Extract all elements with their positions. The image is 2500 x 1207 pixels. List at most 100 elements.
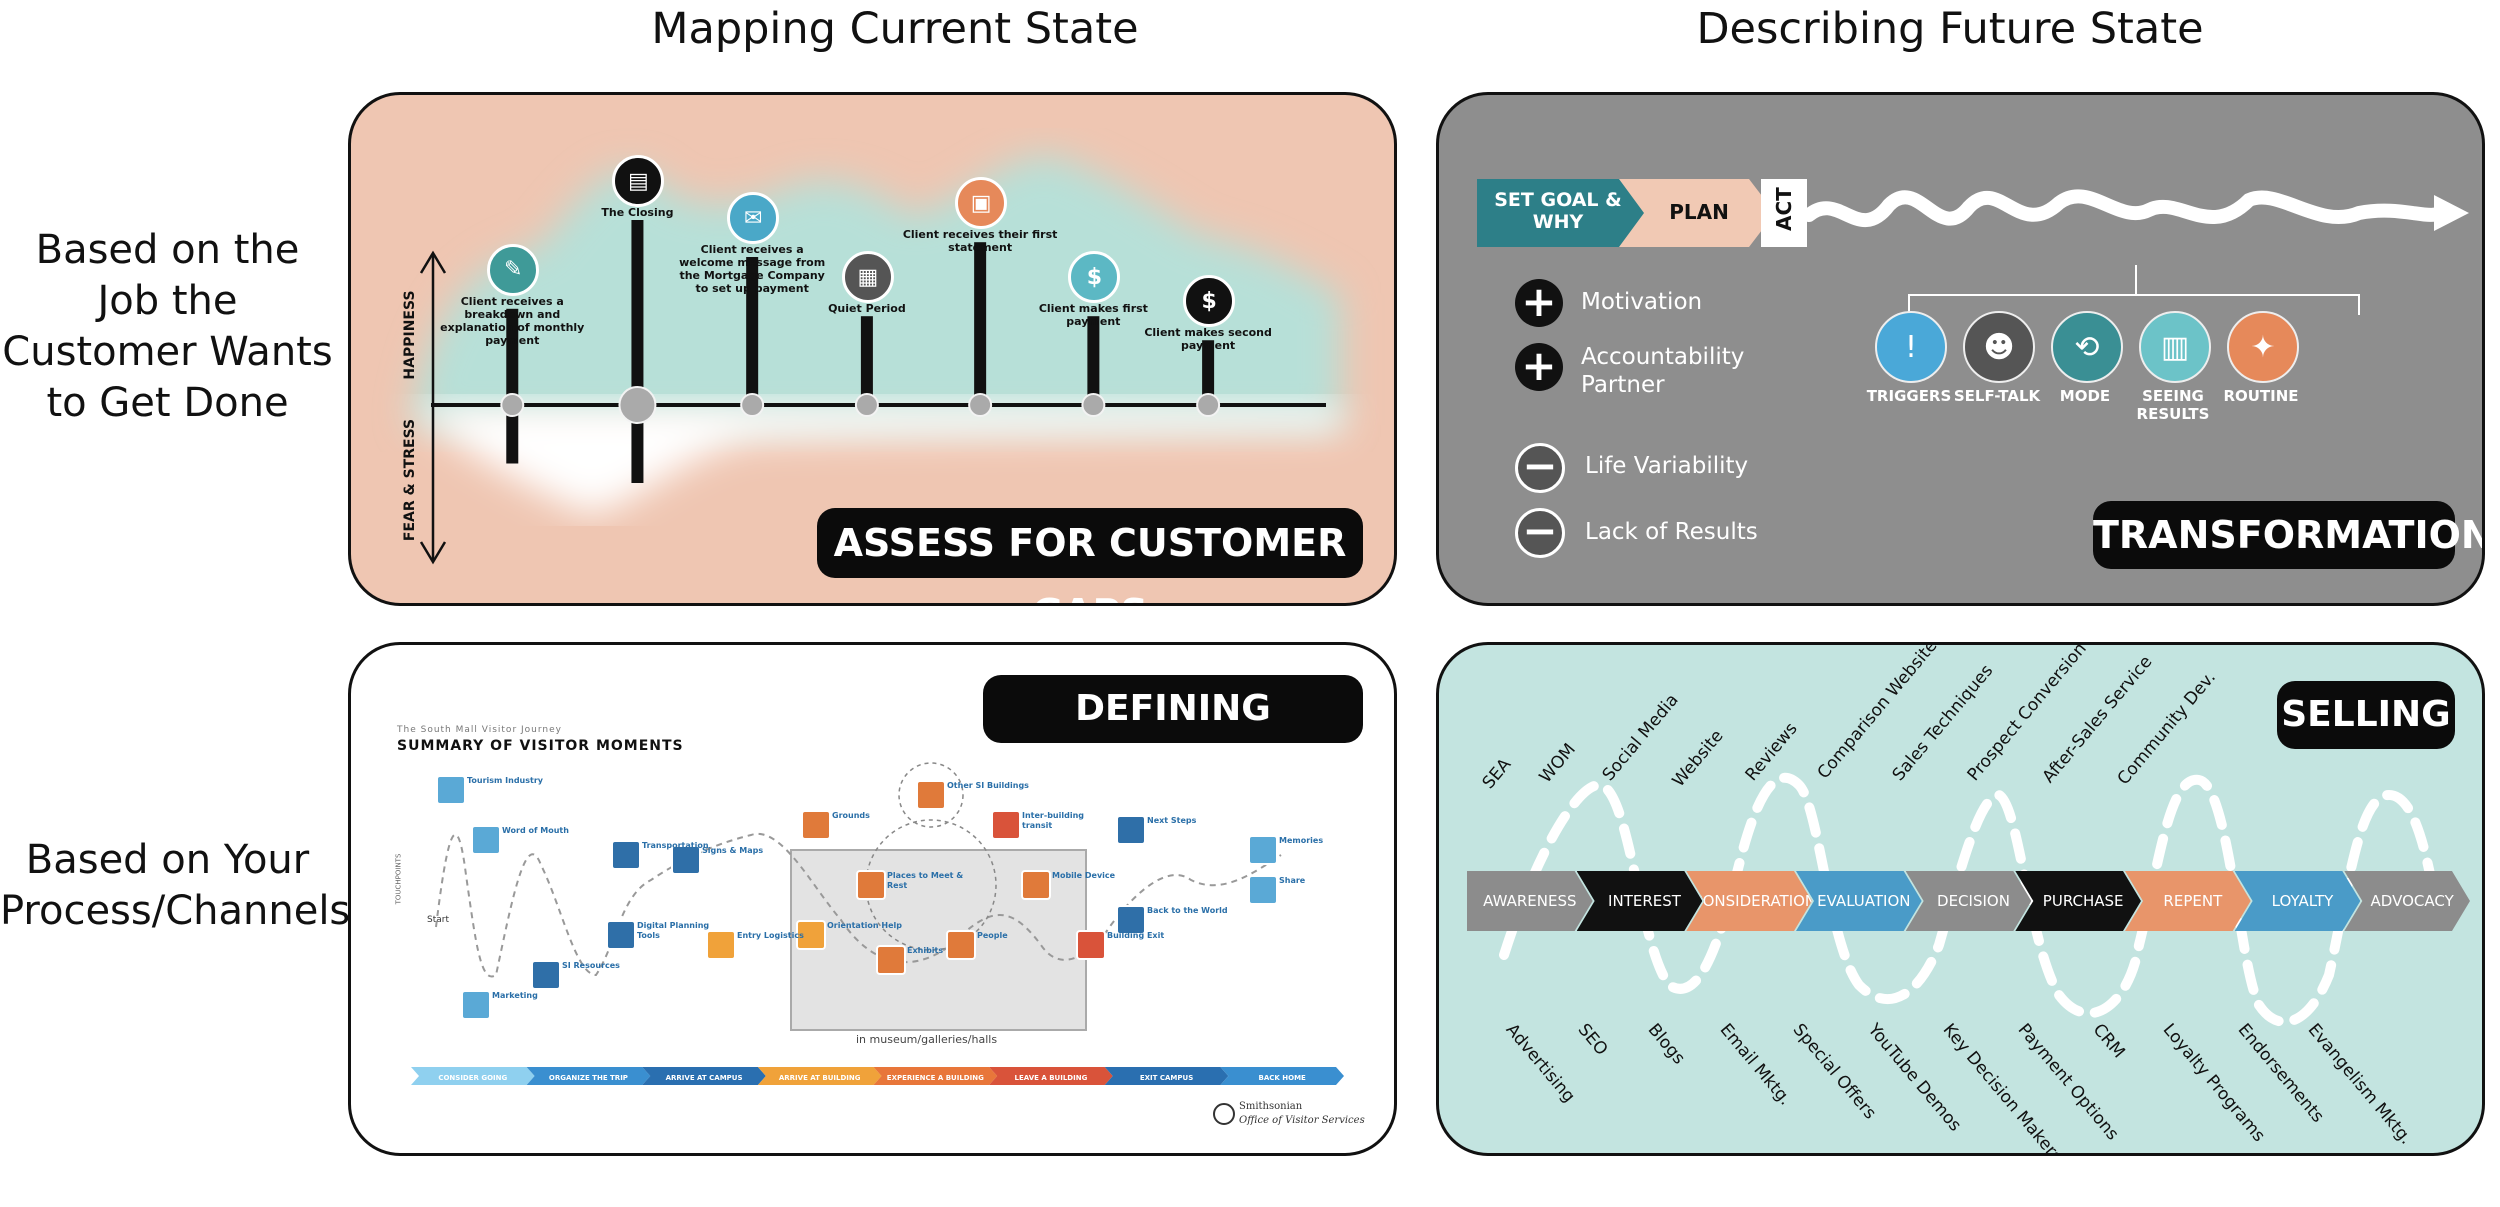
stage-label: LOYALTY <box>2271 892 2334 910</box>
phase-label: CONSIDER GOING <box>438 1074 507 1082</box>
header-describing-future-state: Describing Future State <box>1696 4 2204 54</box>
touchpoint-node <box>436 775 466 805</box>
transform-icon-label: SEEING RESULTS <box>2136 387 2210 423</box>
touchpoint-label: Share <box>1279 876 1306 885</box>
touchpoint-node <box>801 810 831 840</box>
step-plan-label: PLAN <box>1669 200 1729 224</box>
step-goal-label: SET GOAL & WHY <box>1494 189 1622 233</box>
plus-label-accountability: Accountability Partner <box>1581 344 1745 398</box>
phase-segment <box>526 1067 651 1085</box>
stage-evaluation: EVALUATION <box>1796 871 1922 931</box>
moment-label: Client makes second payment <box>1144 326 1272 353</box>
museum-box-label: in museum/galleries/halls <box>856 1033 998 1046</box>
stage-interest: INTEREST <box>1577 871 1703 931</box>
phase-label: EXIT CAMPUS <box>1140 1074 1193 1082</box>
minus-icon: − <box>1515 443 1565 493</box>
dollar-icon: $ <box>1183 275 1236 328</box>
touchpoint-label: Back to the World <box>1147 906 1228 915</box>
plus-label-motivation: Motivation <box>1581 289 1703 315</box>
row-header-line: to Get Done <box>46 380 289 426</box>
touchpoint-label: Other SI Buildings <box>947 781 1029 790</box>
touchpoint-node <box>1248 835 1278 865</box>
phase-label: EXPERIENCE A BUILDING <box>887 1074 984 1082</box>
touchpoint-node <box>461 990 491 1020</box>
stage-purchase: PURCHASE <box>2015 871 2141 931</box>
presentation-icon: ▥ <box>2139 311 2211 383</box>
touchpoint-node <box>876 945 906 975</box>
stage-label: REPENT <box>2163 892 2223 910</box>
row-header-line: Process/Channels <box>0 888 351 934</box>
journey-subtitle: The South Mall Visitor Journey <box>397 725 562 735</box>
journey-path <box>435 832 1282 978</box>
touchpoint-node <box>856 870 886 900</box>
moment-bar <box>746 257 759 412</box>
step-goal-shape <box>1477 179 1664 247</box>
phase-segment <box>873 1067 998 1085</box>
stage-label: AWARENESS <box>1483 892 1577 910</box>
moment-dot <box>618 386 657 424</box>
touchpoint-node <box>1116 905 1146 935</box>
phase-segment <box>1104 1067 1229 1085</box>
badge-defining-process: DEFINING PROCESS <box>983 675 1363 797</box>
stage-label: PURCHASE <box>2042 892 2124 910</box>
touchpoint-label: Tourism Industry <box>467 776 543 785</box>
moment-dot <box>854 393 879 417</box>
touchpoint-label: Signs & Maps <box>702 846 764 855</box>
moment-label: Quiet Period <box>828 302 906 316</box>
moment-bar <box>506 308 519 464</box>
axis-fear: FEAR & STRESS <box>402 419 418 541</box>
touchpoint-node <box>1076 930 1106 960</box>
moment-label: Client receives a breakdown and explanat… <box>440 294 585 347</box>
touchpoint-node <box>991 810 1021 840</box>
row-header-line: Job the <box>97 278 238 324</box>
touchpoint-label: Transportation <box>642 841 709 850</box>
plus-icon: + <box>1515 343 1563 391</box>
stage-label: DECISION <box>1937 892 2010 910</box>
walk-icon: ✦ <box>2227 311 2299 383</box>
minus-icon: − <box>1515 508 1565 558</box>
moment-label: Client makes first payment <box>1038 302 1148 329</box>
panel-transformation: SET GOAL & WHY PLAN ACT + Motivation + A… <box>1436 92 2485 606</box>
touchpoint-node <box>611 840 641 870</box>
header-mapping-current-state: Mapping Current State <box>651 4 1139 54</box>
plus-icon: + <box>1515 279 1563 327</box>
moment-label: Client receives their first statement <box>902 228 1058 255</box>
touchpoint-label: Next Steps <box>1147 816 1197 825</box>
statement-icon: ▣ <box>955 177 1008 230</box>
row-header-line: Based on Your <box>25 837 310 883</box>
person-icon: ☻ <box>1963 311 2035 383</box>
step-act-label: ACT <box>1772 187 1796 231</box>
stage-repent: REPENT <box>2125 871 2251 931</box>
touchpoint-node <box>471 825 501 855</box>
moment-dot <box>1081 393 1106 417</box>
moment-label: The Closing <box>601 206 674 219</box>
phase-segment <box>1220 1067 1344 1085</box>
touchpoint-label: Places to Meet & Rest <box>887 871 964 890</box>
stage-label: ADVOCACY <box>2370 892 2454 910</box>
panel-defining-process: DEFINING PROCESS The South Mall Visitor … <box>348 642 1397 1156</box>
touchpoint-label: Memories <box>1279 836 1324 845</box>
touchpoint-label: People <box>977 931 1008 940</box>
row-header-line: Customer Wants <box>2 329 333 375</box>
touchpoint-node <box>531 960 561 990</box>
minus-label-variability: Life Variability <box>1585 453 1749 479</box>
touchpoint-node <box>796 920 826 950</box>
touchpoint-label: Mobile Device <box>1052 871 1116 880</box>
stage-label: INTEREST <box>1608 892 1681 910</box>
stage-label: CONSIDERATION <box>1692 892 1817 910</box>
logo-sub: Office of Visitor Services <box>1239 1115 1365 1126</box>
calendar-icon: ▦ <box>841 251 894 304</box>
moment-dot <box>740 393 765 417</box>
touchpoint-label: Exhibits <box>907 946 944 955</box>
journey-title: SUMMARY OF VISITOR MOMENTS <box>397 738 684 754</box>
touchpoint-label: Orientation Help <box>827 921 902 930</box>
transformation-flow <box>1477 179 2469 315</box>
touchpoint-node <box>1248 875 1278 905</box>
phase-segment <box>411 1067 535 1085</box>
touchpoint-node <box>706 930 736 960</box>
badge-transformation: TRANSFORMATION <box>2093 501 2482 569</box>
selling-wave <box>1499 772 2444 1027</box>
stage-consideration: CONSIDERATION <box>1686 871 1812 931</box>
